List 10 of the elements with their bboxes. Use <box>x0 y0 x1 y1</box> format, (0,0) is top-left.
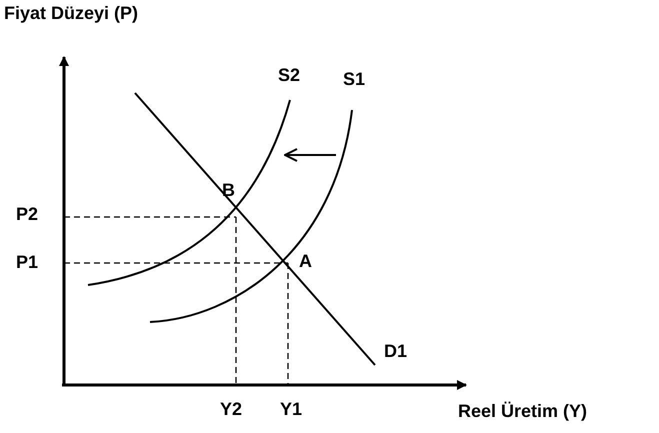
value-label: Y1 <box>280 400 302 420</box>
axis-title: Fiyat Düzeyi (P) <box>4 4 138 24</box>
curve-label: S1 <box>343 70 366 90</box>
value-label: Y2 <box>220 400 242 420</box>
point-label: A <box>299 252 312 272</box>
axis-title: Reel Üretim (Y) <box>458 402 588 422</box>
curve-label: D1 <box>384 342 408 362</box>
value-label: P1 <box>16 253 38 273</box>
value-label: P2 <box>16 205 38 225</box>
curve-label: S2 <box>278 66 300 86</box>
